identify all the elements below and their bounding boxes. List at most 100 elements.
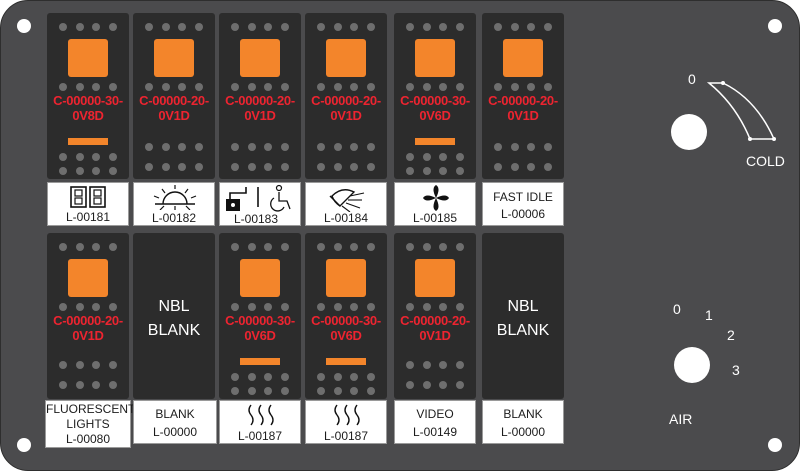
temperature-max-label: COLD: [746, 153, 785, 169]
led-dots: [59, 381, 117, 389]
indicator-lamp: [326, 259, 366, 297]
led-dots: [59, 361, 117, 369]
label-code: L-00000: [500, 425, 546, 439]
indicator-bar: [326, 358, 366, 365]
part-code-line2: 0V6D: [244, 328, 276, 343]
led-dots: [145, 163, 203, 171]
part-code-line1: C-00000-30-: [311, 313, 381, 328]
blank-line2: BLANK: [147, 322, 201, 339]
rocker-switch-bottom-1[interactable]: C-00000-20- 0V1D: [47, 233, 129, 399]
rocker-switch-bottom-5[interactable]: C-00000-20- 0V1D: [394, 233, 476, 399]
led-dots: [231, 143, 289, 151]
indicator-lamp: [503, 39, 543, 77]
led-dots: [59, 153, 117, 161]
air-knob[interactable]: [674, 347, 710, 383]
rocker-switch-top-6[interactable]: C-00000-20- 0V1D: [482, 13, 564, 179]
part-code-line2: 0V1D: [419, 328, 451, 343]
label-code: L-00080: [65, 432, 111, 446]
rocker-switch-top-3[interactable]: C-00000-20- 0V1D: [219, 13, 301, 179]
led-dots: [231, 387, 289, 395]
switch-label-top-6: FAST IDLE L-00006: [482, 182, 564, 226]
rocker-switch-top-2[interactable]: C-00000-20- 0V1D: [133, 13, 215, 179]
switch-label-bottom-3: L-00187: [219, 400, 301, 444]
led-dots: [59, 83, 117, 91]
blank-switch-bottom-2: NBL BLANK: [133, 233, 215, 399]
led-dots: [406, 83, 464, 91]
air-position-2: 2: [727, 327, 735, 343]
label-code: L-00183: [233, 212, 279, 226]
led-dots: [406, 381, 464, 389]
mounting-hole-bottom-left: [17, 438, 31, 452]
led-dots: [406, 167, 464, 175]
label-code: L-00000: [152, 425, 198, 439]
indicator-lamp: [415, 259, 455, 297]
led-dots: [145, 143, 203, 151]
part-code-line1: C-00000-20-: [225, 93, 295, 108]
led-dots: [145, 23, 203, 31]
part-code-line2: 0V1D: [244, 108, 276, 123]
label-code: L-00182: [151, 211, 197, 225]
part-code-line2: 0V1D: [72, 328, 104, 343]
led-dots: [317, 83, 375, 91]
part-code-line2: 0V1D: [158, 108, 190, 123]
led-dots: [406, 243, 464, 251]
led-dots: [406, 303, 464, 311]
indicator-lamp: [240, 259, 280, 297]
led-dots: [317, 387, 375, 395]
led-dots: [231, 303, 289, 311]
part-code: C-00000-20- 0V1D: [215, 93, 305, 123]
part-code: C-00000-20- 0V1D: [478, 93, 568, 123]
led-dots: [231, 163, 289, 171]
part-code: C-00000-20- 0V1D: [301, 93, 391, 123]
mounting-hole-bottom-right: [768, 438, 782, 452]
air-position-0: 0: [673, 301, 681, 317]
part-code-line2: 0V1D: [330, 108, 362, 123]
switch-label-top-3: L-00183: [219, 182, 301, 226]
led-dots: [145, 83, 203, 91]
label-function: BLANK: [155, 407, 195, 421]
rocker-switch-top-1[interactable]: C-00000-30- 0V8D: [47, 13, 129, 179]
rocker-switch-top-5[interactable]: C-00000-30- 0V6D: [394, 13, 476, 179]
label-code: L-00184: [323, 211, 369, 225]
switch-label-top-5: L-00185: [394, 182, 476, 226]
indicator-lamp: [415, 39, 455, 77]
indicator-lamp: [68, 259, 108, 297]
led-dots: [317, 303, 375, 311]
part-code-line2: 0V6D: [330, 328, 362, 343]
air-label: AIR: [669, 411, 693, 427]
blank-switch-bottom-6: NBL BLANK: [482, 233, 564, 399]
led-dots: [59, 23, 117, 31]
indicator-lamp: [68, 39, 108, 77]
part-code-line2: 0V1D: [507, 108, 539, 123]
led-dots: [494, 23, 552, 31]
blank-line2: BLANK: [496, 322, 550, 339]
air-position-3: 3: [732, 362, 740, 378]
led-dots: [317, 373, 375, 381]
dual-door-icon: [70, 186, 106, 208]
label-function: FLUORESCENT: [46, 402, 136, 416]
label-function: VIDEO: [416, 407, 454, 421]
part-code-line1: C-00000-20-: [139, 93, 209, 108]
temperature-range-icon: [706, 81, 776, 141]
blank-line1: NBL: [158, 298, 190, 315]
led-dots: [231, 83, 289, 91]
temperature-knob[interactable]: [671, 114, 707, 150]
label-code: L-00149: [412, 425, 458, 439]
rocker-switch-top-4[interactable]: C-00000-20- 0V1D: [305, 13, 387, 179]
label-code: L-00185: [412, 211, 458, 225]
switch-label-bottom-5: VIDEO L-00149: [394, 400, 476, 444]
part-code-line1: C-00000-20-: [488, 93, 558, 108]
led-dots: [406, 153, 464, 161]
led-dots: [494, 83, 552, 91]
rocker-switch-bottom-3[interactable]: C-00000-30- 0V6D: [219, 233, 301, 399]
part-code-line1: C-00000-30-: [225, 313, 295, 328]
indicator-lamp: [326, 39, 366, 77]
part-code: C-00000-30- 0V6D: [215, 313, 305, 343]
indicator-bar: [415, 138, 455, 145]
label-function: FAST IDLE: [493, 190, 553, 204]
part-code: C-00000-30- 0V8D: [43, 93, 133, 123]
rocker-switch-bottom-4[interactable]: C-00000-30- 0V6D: [305, 233, 387, 399]
led-dots: [494, 143, 552, 151]
part-code: C-00000-30- 0V6D: [301, 313, 391, 343]
led-dots: [59, 167, 117, 175]
